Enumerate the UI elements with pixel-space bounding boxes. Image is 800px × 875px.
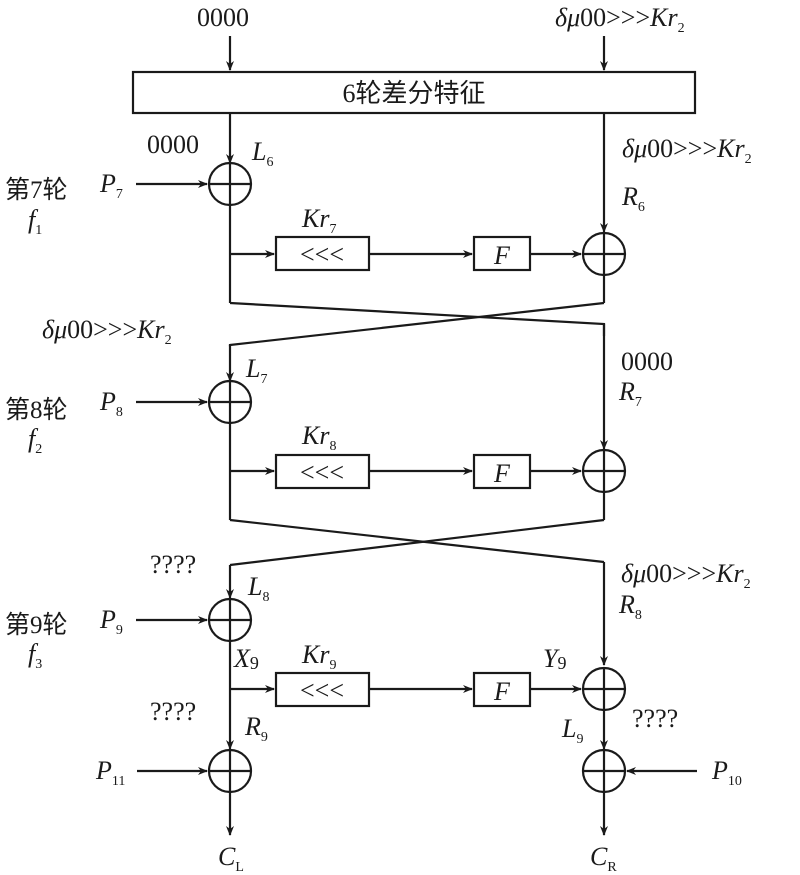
p11-label: P11 bbox=[95, 756, 125, 789]
round8-rot-label: <<< bbox=[300, 458, 344, 487]
round9-f-box bbox=[472, 671, 532, 708]
top-right-input: δμ00>>>Kr2 bbox=[555, 3, 685, 36]
round-7: 0000 L6 δμ00>>>Kr2 R6 第7轮 f1 P7 Kr7 <<< … bbox=[5, 113, 752, 347]
output-xor-left bbox=[207, 748, 253, 794]
p10-label: P10 bbox=[711, 756, 742, 789]
round7-label: 第7轮 bbox=[5, 176, 68, 204]
round9-x-label: X9 bbox=[233, 644, 259, 673]
round8-right-diff: 0000 bbox=[621, 347, 673, 376]
round9-l-label: L8 bbox=[247, 572, 269, 605]
round9-label: 第9轮 bbox=[5, 611, 68, 639]
round8-r-label: R7 bbox=[618, 377, 642, 410]
round9-left-diff: ???? bbox=[150, 550, 196, 579]
svg-text:δμ00>>>Kr2: δμ00>>>Kr2 bbox=[555, 3, 685, 36]
round7-p-label: P7 bbox=[99, 169, 123, 202]
r9-label: R9 bbox=[244, 712, 268, 745]
characteristic-label: 6轮差分特征 bbox=[342, 79, 485, 108]
output-stage: ???? R9 ???? L9 P11 CL P10 CR bbox=[95, 697, 742, 875]
output-xor-right bbox=[581, 748, 627, 794]
round9-p-label: P9 bbox=[99, 605, 123, 638]
round8-left-diff: δμ00>>>Kr2 bbox=[42, 315, 172, 348]
r9-diff: ???? bbox=[150, 697, 196, 726]
l9-diff: ???? bbox=[632, 704, 678, 733]
round9-kr-label: Kr9 bbox=[301, 640, 336, 673]
round8-xor-right bbox=[581, 448, 627, 494]
round7-f-box bbox=[472, 235, 532, 272]
round7-cross-lr bbox=[229, 301, 606, 336]
round7-xor-left bbox=[207, 161, 253, 207]
round8-rot-box bbox=[274, 453, 371, 490]
cr-label: CR bbox=[590, 842, 617, 875]
round8-f-label: F bbox=[493, 459, 511, 488]
round9-rot-label: <<< bbox=[300, 676, 344, 705]
round8-func: f2 bbox=[28, 424, 42, 457]
round-8: δμ00>>>Kr2 L7 0000 R7 第8轮 f2 P8 Kr8 <<< … bbox=[5, 315, 673, 567]
round9-y-label: Y9 bbox=[543, 644, 566, 673]
round7-left-diff: 0000 bbox=[147, 130, 199, 159]
round8-xor-left bbox=[207, 379, 253, 425]
round7-kr-label: Kr7 bbox=[301, 204, 336, 237]
round8-label: 第8轮 bbox=[5, 396, 68, 424]
round7-func: f1 bbox=[28, 205, 42, 238]
round7-f-label: F bbox=[493, 241, 511, 270]
top-left-input: 0000 bbox=[197, 3, 249, 32]
round9-rot-box bbox=[274, 671, 371, 708]
round7-l-label: L6 bbox=[251, 137, 273, 170]
characteristic-box bbox=[131, 70, 697, 115]
round9-right-diff: δμ00>>>Kr2 bbox=[621, 559, 751, 592]
round8-kr-label: Kr8 bbox=[301, 421, 336, 454]
round8-l-label: L7 bbox=[245, 354, 267, 387]
round8-cross-lr bbox=[229, 518, 605, 564]
round8-p-label: P8 bbox=[99, 387, 123, 420]
round7-xor-right bbox=[581, 231, 627, 277]
round-9: ???? L8 δμ00>>>Kr2 R8 第9轮 f3 P9 X9 Kr9 <… bbox=[5, 550, 751, 750]
round9-r-label: R8 bbox=[618, 590, 642, 623]
round9-xor-left bbox=[207, 597, 253, 643]
l9-label: L9 bbox=[561, 714, 583, 747]
round9-f-label: F bbox=[493, 677, 511, 706]
round9-xor-right bbox=[581, 666, 627, 712]
round7-rot-label: <<< bbox=[300, 240, 344, 269]
round8-cross-rl bbox=[229, 518, 605, 567]
cl-label: CL bbox=[218, 842, 244, 875]
round9-func: f3 bbox=[28, 639, 42, 672]
round7-cross-rl bbox=[228, 301, 605, 347]
round7-right-diff: δμ00>>>Kr2 bbox=[622, 134, 752, 167]
round7-r-label: R6 bbox=[621, 182, 645, 215]
